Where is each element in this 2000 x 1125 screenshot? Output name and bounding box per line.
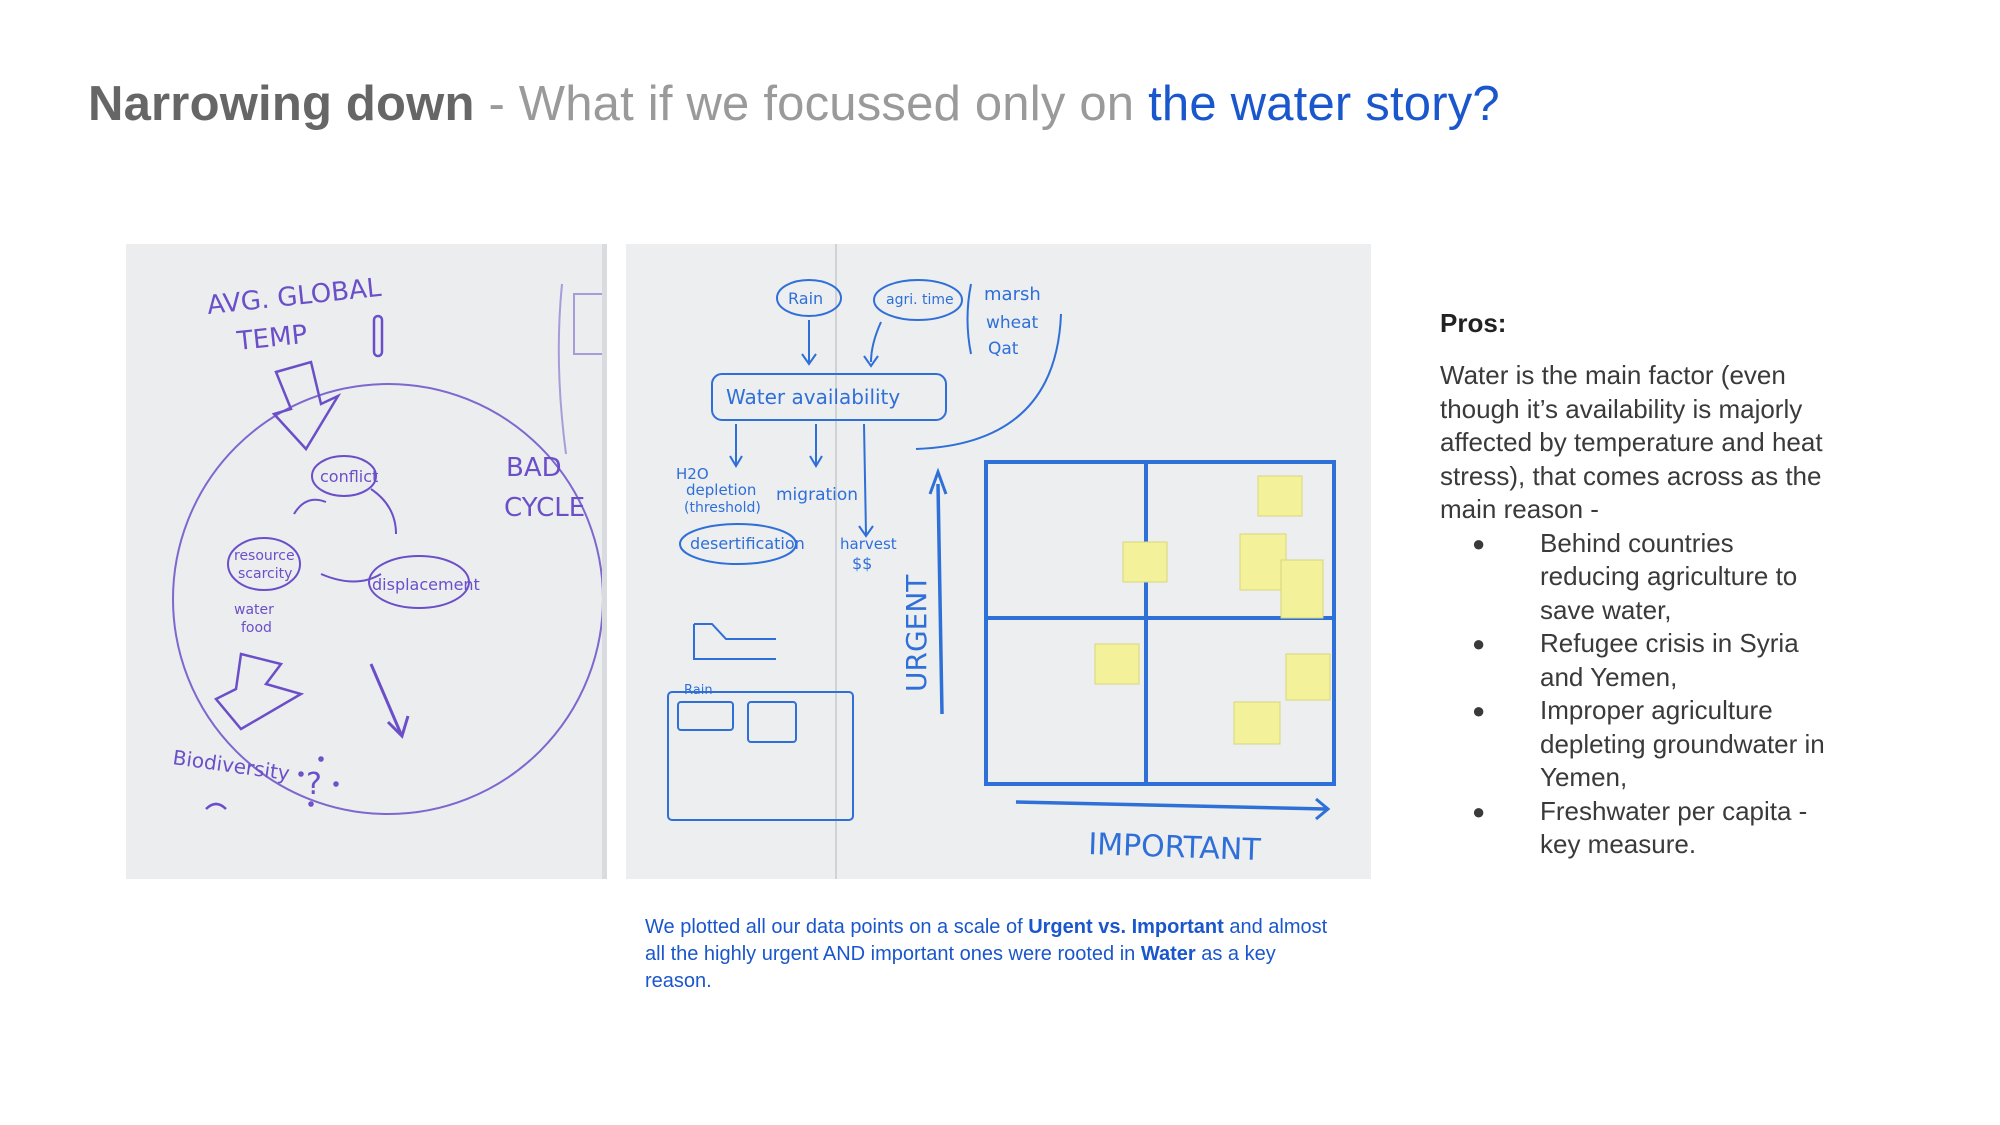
caption-bold-urgent-important: Urgent vs. Important (1028, 916, 1224, 938)
label-qat: Qat (988, 339, 1019, 359)
pros-item-text: Freshwater per capita - key measure. (1540, 795, 1808, 860)
label-threshold: (threshold) (684, 500, 761, 516)
label-rain-small: Rain (684, 683, 713, 698)
label-h2o: H2O (676, 465, 709, 483)
pros-item-text: Refugee crisis in Syria and Yemen, (1540, 628, 1799, 692)
pros-heading: Pros: (1440, 308, 1507, 338)
pros-item-text: Improper agriculture depleting groundwat… (1540, 695, 1825, 792)
slide-title: Narrowing down - What if we focussed onl… (88, 76, 1500, 132)
pros-item: ● Improper agriculture depleting groundwa… (1440, 694, 1840, 795)
caption-part1: We plotted all our data points on a scal… (645, 916, 1029, 938)
label-rain: Rain (788, 289, 823, 308)
label-urgent: URGENT (900, 574, 933, 692)
label-question: ? (306, 767, 322, 802)
whiteboard-photo-right: Rain agri. time marsh wheat Qat Water av… (626, 244, 1371, 879)
bullet-icon: ● (1472, 798, 1486, 824)
label-bad: BAD (506, 453, 562, 483)
whiteboard-photo-left: AVG. GLOBAL TEMP BAD CYCLE conflict reso… (126, 244, 607, 879)
pros-item: ● Freshwater per capita - key measure. (1440, 795, 1840, 862)
bullet-icon: ● (1472, 631, 1486, 656)
bullet-icon: ● (1472, 530, 1486, 556)
label-conflict: conflict (320, 467, 378, 486)
label-food: food (241, 620, 272, 636)
pros-item: ● Refugee crisis in Syria and Yemen, (1440, 627, 1840, 694)
whiteboard-right-drawing: Rain agri. time marsh wheat Qat Water av… (626, 244, 1371, 879)
label-marsh: marsh (984, 284, 1041, 305)
whiteboard-left-drawing: AVG. GLOBAL TEMP BAD CYCLE conflict reso… (126, 244, 607, 879)
label-water-availability: Water availability (726, 385, 900, 409)
label-scarcity: scarcity (238, 566, 292, 582)
caption-bold-water: Water (1140, 943, 1196, 965)
caption-part3: as a key reason. (645, 943, 1276, 992)
caption-part2: and almost all the highly urgent AND imp… (645, 916, 1328, 965)
pros-item: ● Behind countries reducing agriculture t… (1440, 527, 1840, 628)
label-money: $$ (852, 554, 872, 573)
label-wheat: wheat (986, 313, 1039, 333)
pros-panel: Pros: Water is the main factor (even tho… (1440, 308, 1840, 862)
label-resource: resource (234, 548, 295, 564)
pros-body: Water is the main factor (even though it… (1440, 360, 1823, 524)
pros-item-text: Behind countries reducing agriculture to… (1540, 527, 1798, 625)
photo-caption: We plotted all our data points on a scal… (645, 914, 1345, 995)
label-depletion: depletion (686, 481, 756, 499)
label-temp: TEMP (235, 320, 309, 357)
bullet-icon: ● (1472, 698, 1486, 723)
pros-list: ● Behind countries reducing agriculture t… (1440, 527, 1840, 862)
label-desertification: desertification (690, 534, 805, 553)
label-migration: migration (776, 485, 858, 505)
title-light: - What if we focussed only on (474, 77, 1149, 131)
title-bold: Narrowing down (88, 77, 475, 131)
label-cycle: CYCLE (504, 493, 585, 523)
label-displacement: displacement (372, 575, 480, 594)
label-harvest: harvest (840, 535, 897, 553)
label-important: IMPORTANT (1088, 827, 1262, 868)
label-agri: agri. time (886, 292, 954, 308)
label-water: water (234, 602, 274, 618)
title-accent: the water story? (1148, 77, 1500, 131)
